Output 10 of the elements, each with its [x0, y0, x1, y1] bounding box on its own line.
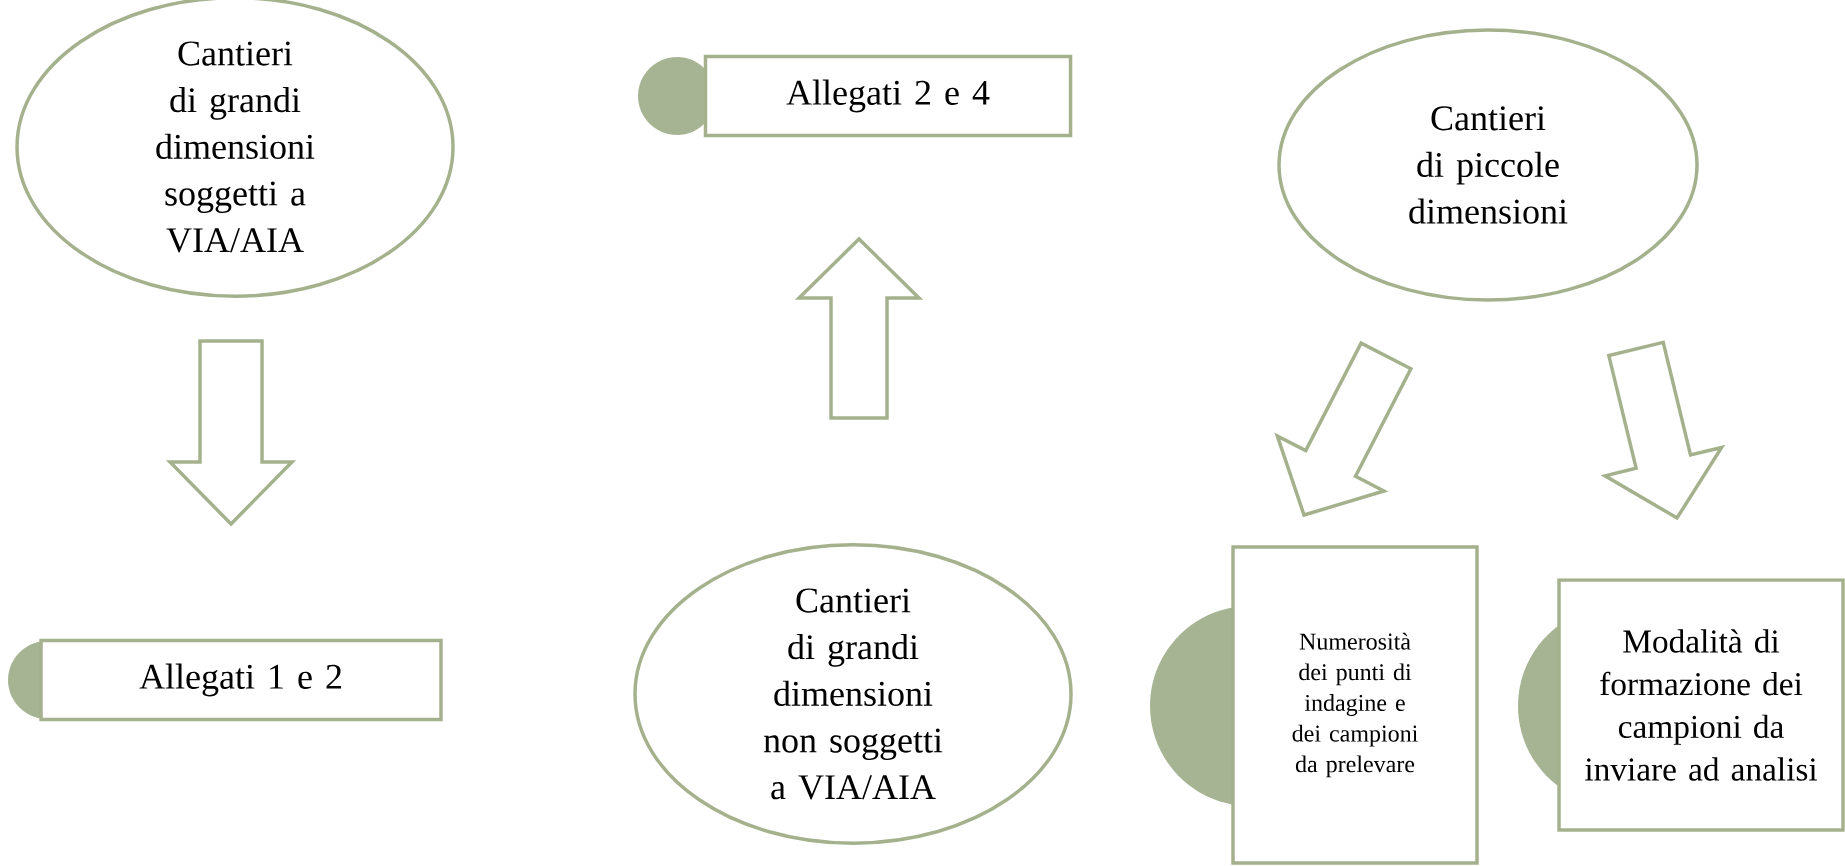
block-arrow [1600, 340, 1726, 521]
tabbed-box: Allegati 1 e 2 [8, 638, 443, 722]
tabbed-box: Allegati 2 e 4 [638, 54, 1073, 138]
block-arrow [794, 236, 924, 420]
tabbed-box: Numerosità dei punti di indagine e dei campioni da prelevare [1150, 545, 1479, 865]
ellipse-node: Cantieri di piccole dimensioni [1277, 28, 1699, 302]
block-arrow [165, 339, 297, 527]
ellipse-node: Cantieri di grandi dimensioni non soggetti a VIA/AIA [633, 543, 1073, 845]
node-label: Modalità di formazione dei campioni da inviare ad analisi [1585, 629, 1818, 781]
tabbed-box: Modalità di formazione dei campioni da inviare ad analisi [1518, 578, 1845, 832]
